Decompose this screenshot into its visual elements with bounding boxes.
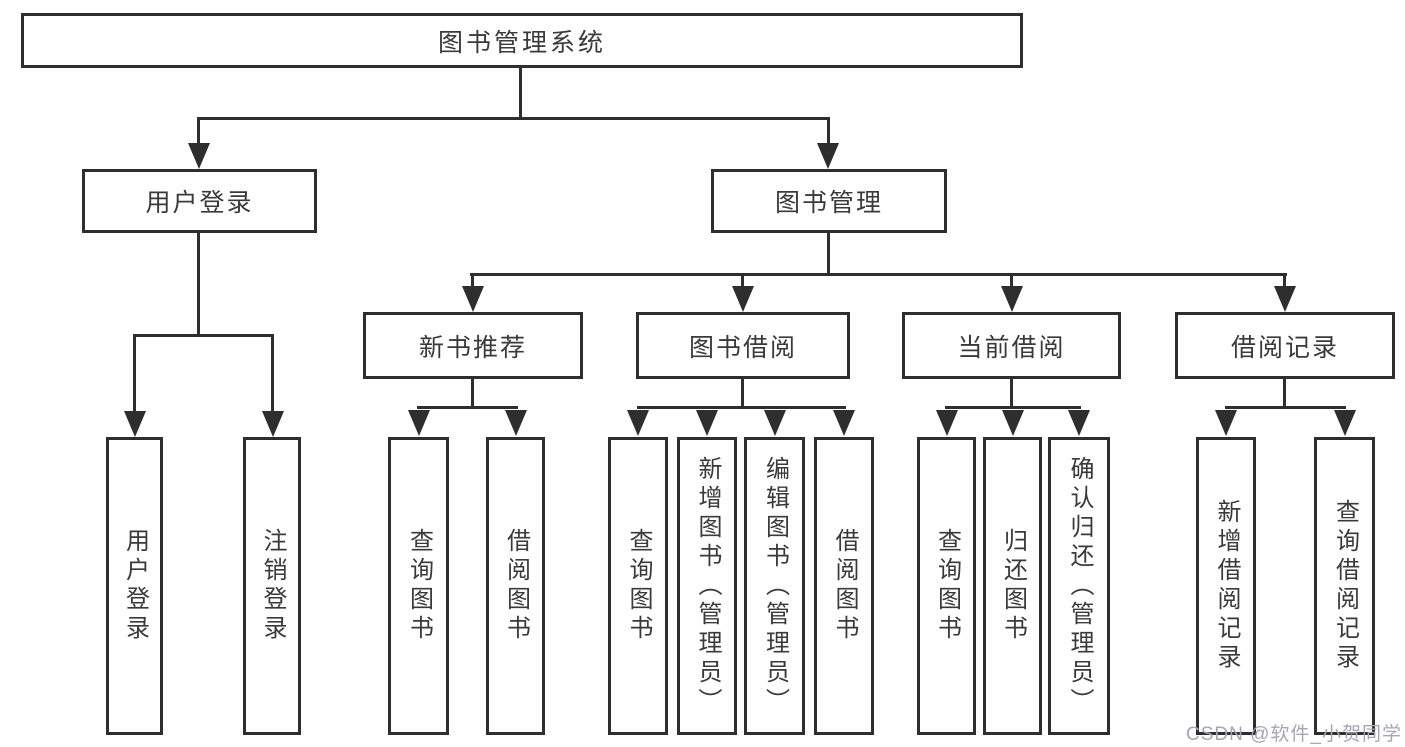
arrowhead-leaf-nb-query	[408, 410, 430, 436]
connector-bookborrow-split	[637, 406, 846, 409]
leaf-records-add-record-label: 新增借阅记录	[1213, 499, 1240, 673]
connector-mgmt-split	[470, 273, 1287, 276]
arrowhead-book-mgmt	[817, 143, 839, 169]
leaf-recommend-borrow-books: 借阅图书	[486, 437, 545, 735]
leaf-recommend-query-books: 查询图书	[388, 437, 449, 735]
node-book-management-label: 图书管理	[774, 189, 883, 217]
connector-drop-book-mgmt	[827, 117, 830, 146]
arrowhead-leaf-bb-edit	[764, 410, 786, 436]
arrowhead-leaf-br-query	[1334, 410, 1356, 436]
connector-currentborrow-down	[1010, 379, 1013, 409]
leaf-user-login-label: 用户登录	[121, 528, 149, 644]
connector-records-split	[1225, 406, 1346, 409]
arrowhead-leaf-bb-add	[696, 410, 718, 436]
leaf-current-query-books: 查询图书	[917, 437, 976, 735]
connector-currentborrow-split	[945, 406, 1081, 409]
arrowhead-leaf-nb-borrow	[505, 410, 527, 436]
leaf-borrow-edit-books-admin: 编辑图书（管理员）	[744, 437, 805, 735]
node-new-book-recommend: 新书推荐	[363, 312, 583, 379]
node-book-borrowing: 图书借阅	[636, 312, 850, 379]
connector-records-down	[1283, 379, 1286, 409]
leaf-recommend-query-books-label: 查询图书	[405, 528, 433, 644]
node-current-borrowing: 当前借阅	[902, 312, 1121, 379]
connector-drop-leaf-logout	[271, 334, 274, 413]
leaf-records-query-record-label: 查询借阅记录	[1331, 499, 1359, 673]
leaf-borrow-borrow-books: 借阅图书	[814, 437, 874, 735]
leaf-logout-label: 注销登录	[259, 528, 286, 644]
leaf-borrow-query-books-label: 查询图书	[625, 528, 652, 644]
connector-bookborrow-down	[741, 379, 744, 409]
connector-drop-book-borrow	[741, 273, 744, 289]
arrowhead-leaf-bb-query	[627, 410, 649, 436]
arrowhead-leaf-cb-return	[1002, 410, 1024, 436]
arrowhead-leaf-logout	[262, 411, 284, 437]
connector-drop-leaf-user-login	[133, 334, 136, 413]
arrowhead-current-borrow	[1001, 286, 1023, 312]
leaf-user-login: 用户登录	[106, 437, 163, 735]
connector-login-down	[197, 233, 200, 337]
connector-drop-borrow-records	[1283, 273, 1286, 289]
leaf-recommend-borrow-books-label: 借阅图书	[502, 528, 530, 644]
leaf-borrow-query-books: 查询图书	[608, 437, 668, 735]
arrowhead-user-login	[188, 143, 210, 169]
arrowhead-new-books	[462, 286, 484, 312]
leaf-current-confirm-return-admin: 确认归还（管理员）	[1048, 437, 1110, 735]
leaf-borrow-edit-books-admin-label: 编辑图书（管理员）	[761, 455, 789, 717]
node-borrowing-records: 借阅记录	[1175, 312, 1395, 379]
leaf-borrow-add-books-admin-label: 新增图书（管理员）	[694, 455, 721, 717]
connector-drop-current-borrow	[1010, 273, 1013, 289]
node-current-borrowing-label: 当前借阅	[957, 333, 1066, 362]
arrowhead-leaf-user-login	[124, 411, 146, 437]
csdn-watermark: CSDN @软件_小贺同学	[1186, 724, 1402, 745]
leaf-current-confirm-return-admin-label: 确认归还（管理员）	[1066, 455, 1093, 717]
node-library-system-label: 图书管理系统	[437, 28, 606, 57]
leaf-borrow-add-books-admin: 新增图书（管理员）	[677, 437, 737, 735]
arrowhead-leaf-br-add	[1215, 410, 1237, 436]
arrowhead-borrow-records	[1274, 286, 1296, 312]
node-borrowing-records-label: 借阅记录	[1230, 333, 1339, 362]
connector-drop-new-books	[471, 273, 474, 289]
node-library-system: 图书管理系统	[21, 13, 1023, 68]
arrowhead-leaf-bb-borrow	[833, 410, 855, 436]
node-user-login-label: 用户登录	[145, 189, 254, 217]
arrowhead-book-borrow	[732, 286, 754, 312]
connector-root-split	[197, 117, 830, 120]
leaf-records-add-record: 新增借阅记录	[1196, 437, 1256, 735]
connector-root-down	[519, 68, 522, 120]
connector-newbooks-down	[471, 379, 474, 409]
node-book-borrowing-label: 图书借阅	[688, 333, 797, 362]
connector-newbooks-split	[417, 406, 518, 409]
leaf-records-query-record: 查询借阅记录	[1314, 437, 1375, 735]
leaf-current-query-books-label: 查询图书	[933, 528, 961, 644]
connector-drop-user-login	[197, 117, 200, 146]
connector-login-split	[133, 334, 274, 337]
arrowhead-leaf-cb-confirm	[1068, 410, 1090, 436]
leaf-borrow-borrow-books-label: 借阅图书	[831, 528, 858, 644]
leaf-logout: 注销登录	[243, 437, 301, 735]
leaf-current-return-books-label: 归还图书	[999, 528, 1027, 644]
node-book-management: 图书管理	[711, 169, 947, 233]
node-user-login: 用户登录	[82, 169, 317, 233]
arrowhead-leaf-cb-query	[936, 410, 958, 436]
leaf-current-return-books: 归还图书	[983, 437, 1042, 735]
connector-mgmt-down	[827, 233, 830, 276]
node-new-book-recommend-label: 新书推荐	[418, 333, 527, 362]
